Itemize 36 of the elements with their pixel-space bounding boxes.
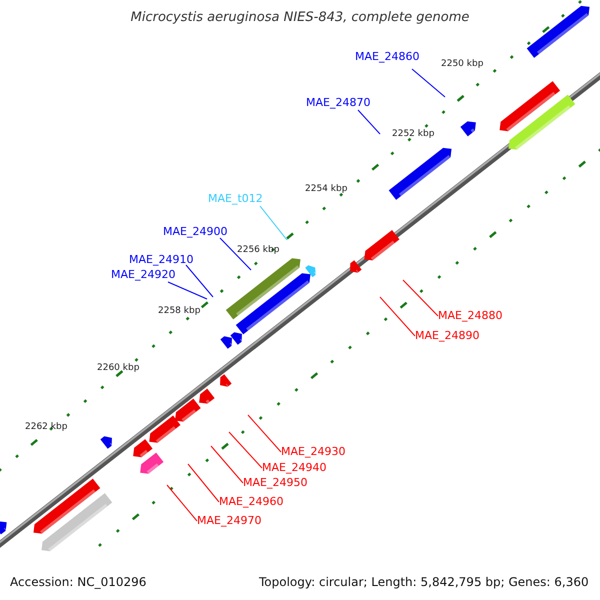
gene-label: MAE_24960 [219, 496, 284, 507]
gene-label: MAE_24940 [262, 462, 326, 473]
gene-label: MAE_24950 [243, 477, 308, 488]
leader-line [248, 414, 282, 452]
gene-label: MAE_24860 [355, 51, 420, 62]
leader-line [260, 206, 288, 240]
leader-line [358, 110, 380, 134]
scale-label: 2260 kbp [97, 364, 140, 373]
leader-line [220, 238, 252, 270]
leader-line [210, 446, 244, 484]
gene-label: MAE_24890 [415, 330, 480, 341]
leader-line [166, 484, 198, 522]
leader-line [188, 464, 220, 502]
gene-label: MAE_24880 [438, 310, 502, 321]
gene-label: MAE_24900 [163, 226, 228, 237]
scale-label: 2252 kbp [392, 130, 434, 139]
scale-label: 2258 kbp [158, 307, 200, 316]
accession-text: Accession: NC_010296 [10, 576, 146, 588]
gene-label: MAE_24920 [111, 269, 176, 280]
leader-line [412, 68, 446, 98]
leader-line [168, 282, 208, 300]
gene-label: MAE_24910 [129, 254, 194, 265]
leader-line [186, 264, 214, 298]
leader-line [228, 432, 262, 468]
scale-label: 2262 kbp [25, 423, 68, 432]
topology-text: Topology: circular; Length: 5,842,795 bp; Genes: 6,360 [259, 576, 589, 588]
leader-line [402, 280, 438, 316]
scale-label: 2250 kbp [441, 60, 484, 69]
gene-label: MAE_t012 [208, 193, 263, 204]
scale-label: 2254 kbp [305, 185, 348, 194]
gene-label: MAE_24930 [281, 446, 346, 457]
gene-label: MAE_24870 [306, 97, 370, 108]
leader-line [380, 296, 416, 336]
gene-label: MAE_24970 [197, 515, 262, 526]
scale-label: 2256 kbp [237, 246, 280, 255]
map-title: Microcystis aeruginosa NIES-843, complete genome [130, 11, 470, 24]
